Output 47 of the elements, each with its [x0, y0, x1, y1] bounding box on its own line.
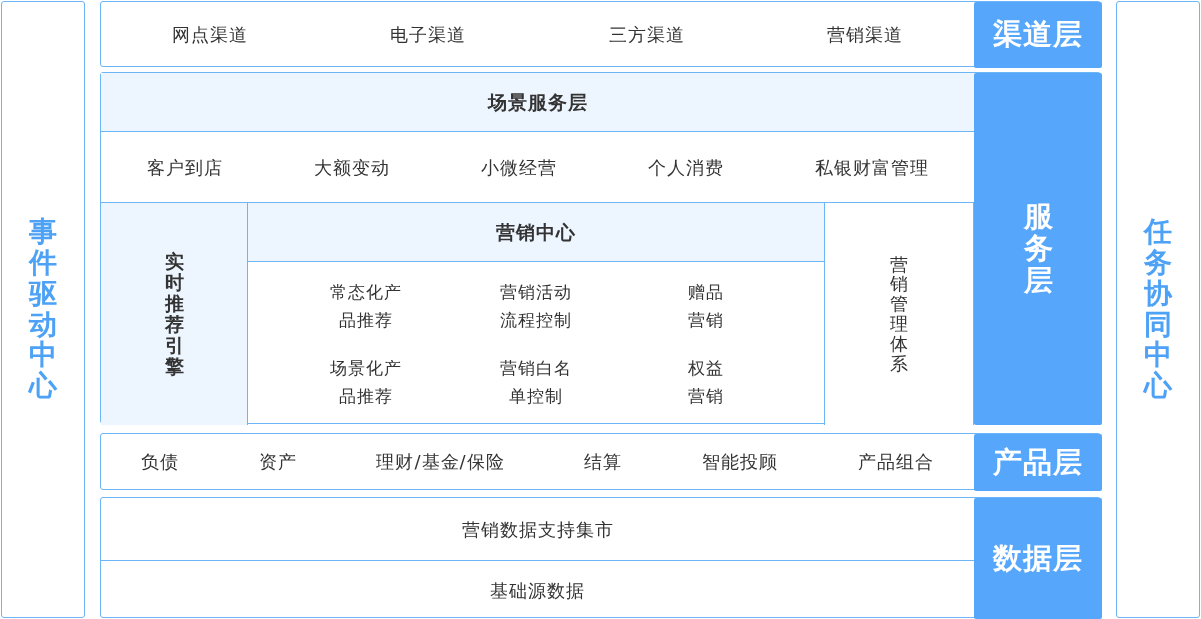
- layer-band: [100, 72, 1101, 424]
- layer-title: 数据层: [993, 539, 1083, 577]
- layer-tag: [974, 73, 1102, 425]
- item-label: 三方渠道: [608, 22, 685, 47]
- layer-band: [100, 1, 1101, 67]
- item-label: 营销数据支持集市: [461, 517, 614, 542]
- vertical-title: 实时推荐引擎: [164, 251, 184, 377]
- item-label: 负债: [140, 450, 179, 474]
- item-label: 基础源数据: [490, 578, 585, 603]
- layer-tag: [974, 2, 1102, 68]
- layer-band: [100, 497, 1101, 618]
- header-title: 场景服务层: [487, 89, 588, 115]
- item-label: 场景化产品推荐: [329, 356, 403, 408]
- item-label: 客户到店: [146, 155, 223, 180]
- item-label: 产品组合: [858, 450, 934, 474]
- side-column-panel: [1116, 1, 1200, 618]
- item-label: 小微经营: [480, 155, 557, 180]
- item-label: 资产: [258, 450, 297, 474]
- layer-title: 产品层: [993, 443, 1083, 481]
- vertical-title: 营销管理体系: [890, 254, 908, 374]
- item-label: 营销渠道: [826, 22, 903, 47]
- item-label: 营销白名单控制: [499, 356, 573, 408]
- side-column-title: 任务协同中心: [1144, 217, 1172, 402]
- layer-title: 渠道层: [993, 16, 1083, 54]
- item-label: 理财/基金/保险: [376, 450, 505, 474]
- item-label: 个人消费: [647, 155, 724, 180]
- layer-tag: [974, 434, 1102, 491]
- item-label: 常态化产品推荐: [329, 280, 403, 332]
- item-label: 电子渠道: [390, 22, 467, 47]
- item-label: 私银财富管理: [814, 155, 929, 180]
- side-column-title: 事件驱动中心: [29, 217, 57, 402]
- item-label: 赠品营销: [687, 280, 725, 332]
- vertical-panel: [101, 203, 248, 425]
- vertical-panel: [825, 203, 974, 425]
- center-panel: [248, 203, 825, 425]
- item-label: 营销活动流程控制: [499, 280, 573, 332]
- side-column-panel: [1, 1, 85, 618]
- layer-tag: [974, 498, 1102, 619]
- layer-title: 服务层: [1023, 201, 1053, 297]
- layer-band: [100, 433, 1101, 490]
- section-header: [101, 73, 974, 132]
- item-label: 智能投顾: [702, 450, 779, 474]
- item-label: 权益营销: [687, 356, 725, 408]
- section-header: 营销中心: [248, 203, 824, 262]
- item-label: 结算: [584, 450, 623, 474]
- item-label: 网点渠道: [172, 22, 249, 47]
- item-label: 大额变动: [313, 155, 390, 180]
